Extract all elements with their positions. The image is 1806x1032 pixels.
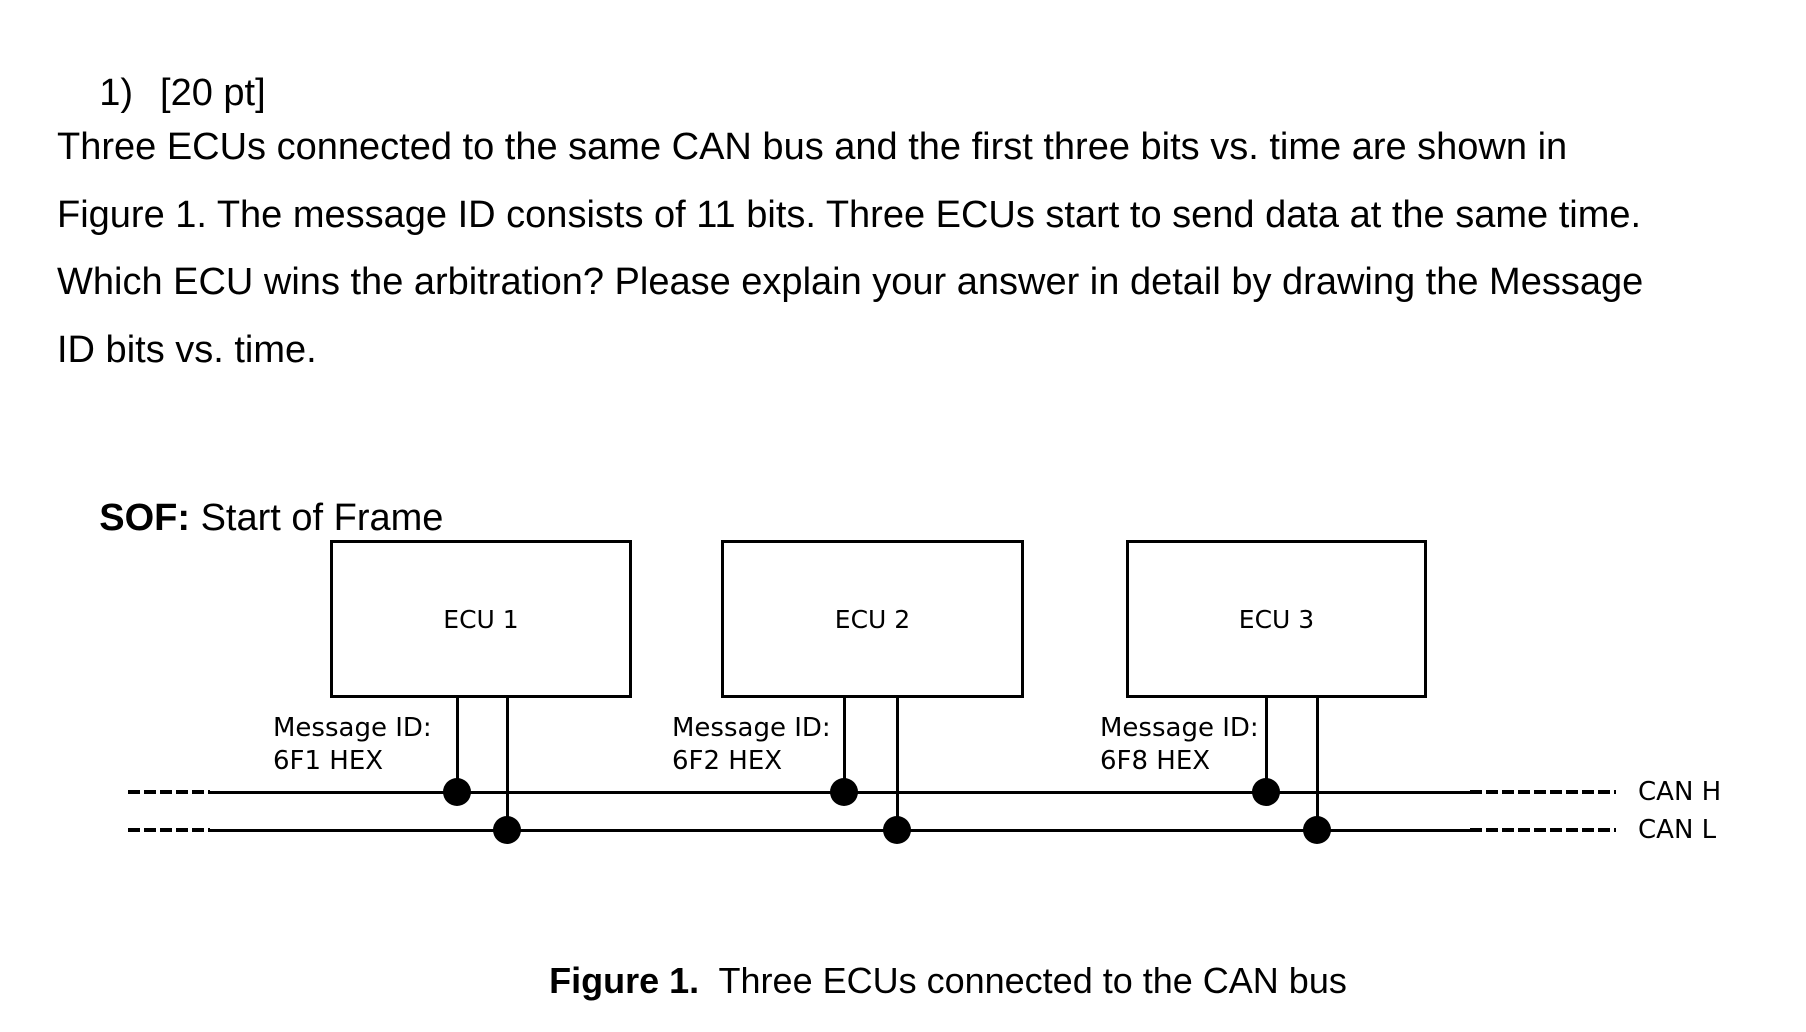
can-h-bus-dashed-left xyxy=(128,790,210,794)
ecu2-canl-wire xyxy=(896,695,899,832)
paragraph-line: ID bits vs. time. xyxy=(57,328,317,371)
ecu3-message-id-label: Message ID: 6F8 HEX xyxy=(1100,712,1259,778)
message-id-value: 6F1 HEX xyxy=(273,746,384,776)
ecu2-canh-junction-dot xyxy=(830,778,858,806)
ecu3-canh-wire xyxy=(1265,695,1268,794)
ecu2-canl-junction-dot xyxy=(883,816,911,844)
can-l-bus-dashed-right xyxy=(1470,828,1616,832)
figure-caption-text: Three ECUs connected to the CAN bus xyxy=(699,960,1347,1001)
ecu2-message-id-label: Message ID: 6F2 HEX xyxy=(672,712,831,778)
message-id-title: Message ID: xyxy=(273,713,432,743)
ecu2-label: ECU 2 xyxy=(834,604,911,634)
problem-paragraph: Three ECUs connected to the same CAN bus… xyxy=(57,114,1643,384)
ecu3-canl-wire xyxy=(1316,695,1319,832)
can-l-bus-line xyxy=(208,829,1470,832)
can-h-bus-dashed-right xyxy=(1470,790,1616,794)
ecu1-label: ECU 1 xyxy=(443,604,519,634)
paragraph-line: Three ECUs connected to the same CAN bus… xyxy=(57,126,1568,168)
ecu1-box: ECU 1 xyxy=(330,540,632,698)
sof-term: SOF: xyxy=(99,497,191,539)
ecu3-canl-junction-dot xyxy=(1303,816,1331,844)
question-number-line: 1) [20 pt] xyxy=(57,24,266,162)
paragraph-line: Which ECU wins the arbitration? Please e… xyxy=(57,261,1644,303)
figure-caption: Figure 1. Three ECUs connected to the CA… xyxy=(509,918,1347,1032)
ecu3-box: ECU 3 xyxy=(1126,540,1427,698)
ecu1-canh-junction-dot xyxy=(443,778,471,806)
ecu2-canh-wire xyxy=(843,695,846,794)
paragraph-line: Figure 1. The message ID consists of 11 … xyxy=(57,193,1642,236)
can-h-label: CAN H xyxy=(1638,777,1722,807)
ecu3-canh-junction-dot xyxy=(1252,778,1280,806)
can-l-bus-dashed-left xyxy=(128,828,210,832)
ecu1-canh-wire xyxy=(456,695,459,794)
sof-definition-line: SOF: Start of Frame xyxy=(57,449,443,587)
ecu1-canl-junction-dot xyxy=(493,816,521,844)
ecu2-box: ECU 2 xyxy=(721,540,1024,698)
message-id-title: Message ID: xyxy=(672,713,831,743)
ecu3-label: ECU 3 xyxy=(1238,604,1315,634)
ecu1-message-id-label: Message ID: 6F1 HEX xyxy=(273,712,432,778)
ecu1-canl-wire xyxy=(506,695,509,832)
message-id-value: 6F8 HEX xyxy=(1100,746,1211,776)
message-id-title: Message ID: xyxy=(1100,713,1259,743)
can-l-label: CAN L xyxy=(1638,815,1717,845)
message-id-value: 6F2 HEX xyxy=(672,746,783,776)
figure-caption-number: Figure 1. xyxy=(549,960,700,1001)
question-points: [20 pt] xyxy=(160,72,266,114)
question-number: 1) xyxy=(99,72,134,114)
sof-definition: Start of Frame xyxy=(190,497,444,539)
